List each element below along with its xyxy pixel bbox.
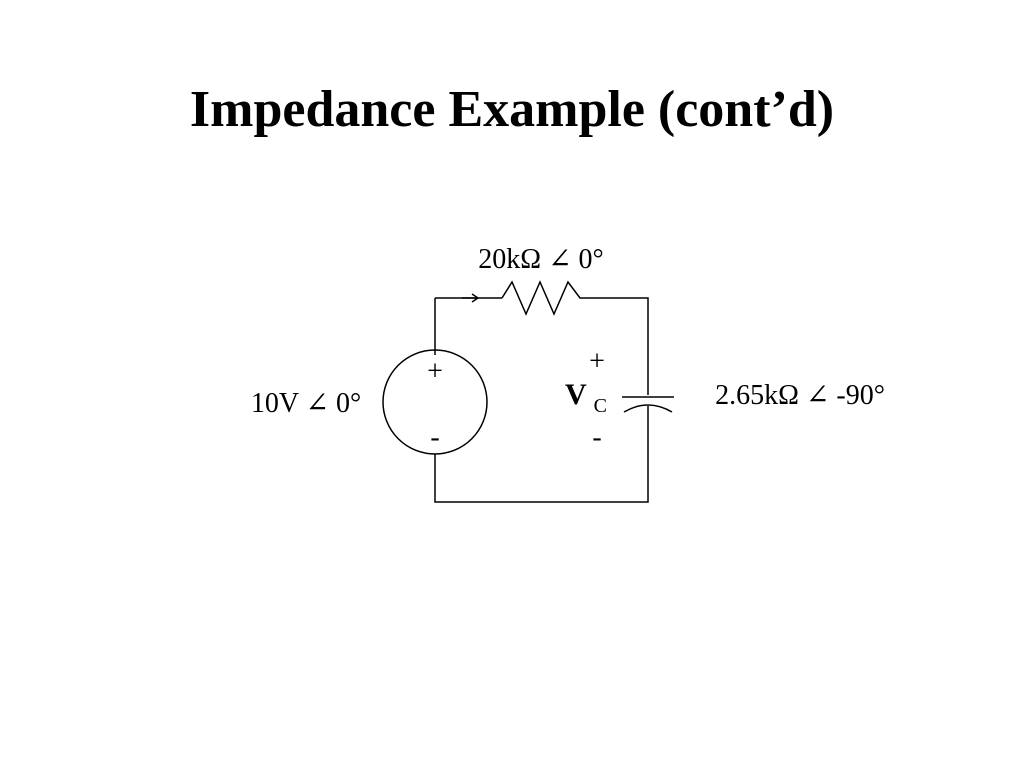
source-label: 10V ∠ 0° [251,388,361,419]
vc-label-subscript: C [594,395,607,417]
resistor-symbol [501,280,590,316]
slide-title: Impedance Example (cont’d) [189,81,835,138]
vc-plus-sign: + [589,346,605,377]
vc-label-main: V [565,378,587,411]
current-arrow-icon [462,293,480,303]
capacitor-label: 2.65kΩ ∠ -90° [715,380,885,411]
vc-label: V C [565,378,607,417]
left-lower-wire [434,406,649,503]
capacitor-bottom-plate [623,404,673,413]
top-right-wire [590,297,649,395]
vc-minus-sign: - [592,422,601,453]
source-minus-sign: - [430,422,439,453]
source-plus-sign: + [427,356,443,387]
resistor-label: 20kΩ ∠ 0° [478,244,603,275]
